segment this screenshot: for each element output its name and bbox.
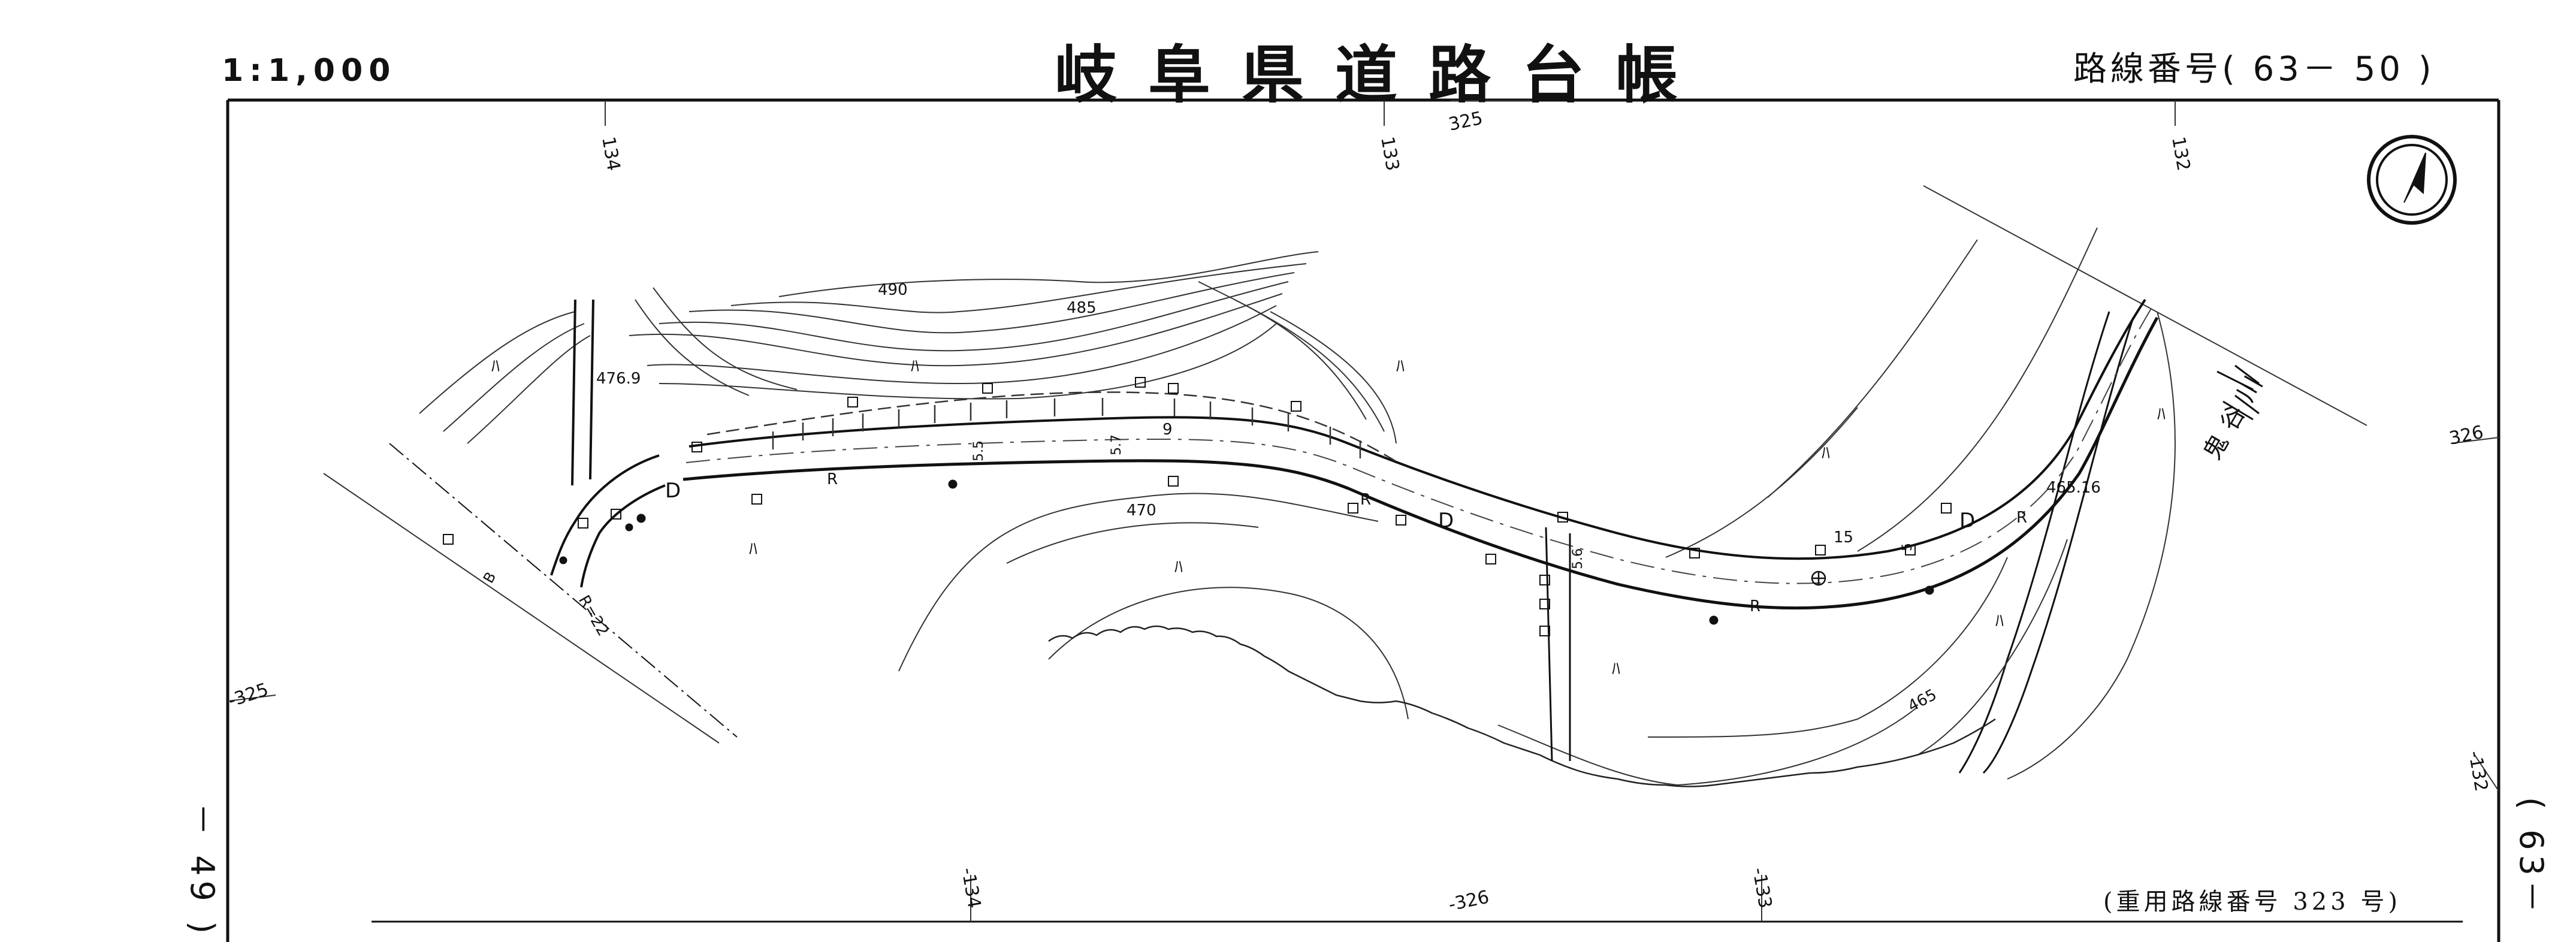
grid-label-132-top: 132 — [2167, 135, 2194, 172]
north-arrow-icon — [2367, 135, 2457, 225]
map-symbols — [559, 479, 1934, 625]
grid-label-326-right: 326 — [2447, 422, 2485, 449]
contour-label-490: 490 — [878, 281, 908, 299]
road-label-d-2: D — [1438, 509, 1454, 533]
grid-label-132-right: -132 — [2464, 749, 2492, 793]
road-width-15: 15 — [1834, 529, 1853, 547]
vegetation-symbol-5: ﾊ — [1174, 557, 1183, 576]
road-width-5: 5 — [1900, 543, 1915, 551]
road-width-57: 5.7 — [1109, 434, 1124, 455]
grid-label-134-bottom: -134 — [957, 866, 985, 910]
route-number: 路線番号( 63－ 50 ) — [2073, 50, 2435, 89]
grid-label-134-top: 134 — [597, 135, 624, 172]
road-width-55: 5.5 — [971, 440, 986, 461]
road-label-r-3: R — [1750, 597, 1760, 615]
road-label-r-1: R — [827, 470, 838, 488]
river — [1958, 311, 2260, 774]
boundary-line-ne — [1923, 185, 2367, 426]
vegetation-symbol-6: ﾊ — [1822, 443, 1830, 463]
river-crossing — [2222, 394, 2260, 421]
road-width-9: 9 — [1162, 421, 1173, 439]
road-label-d-3: D — [1959, 509, 1975, 533]
vegetation-symbol-1: ﾊ — [491, 356, 500, 376]
adjacent-sheet-left: － 49 ) — [183, 803, 221, 939]
vegetation-symbol-7: ﾊ — [2157, 404, 2166, 424]
map-scale: 1:1,000 — [222, 53, 397, 89]
contour-lines-north — [419, 251, 1397, 444]
boundary-line-sw — [323, 473, 720, 744]
overlap-route-note: (重用路線番号 323 号) — [2103, 888, 2401, 916]
page-title: 岐阜県道路台帳 — [1055, 38, 1710, 111]
embankment-hatching — [772, 398, 1361, 458]
grid-label-326-bottom: -326 — [1446, 886, 1491, 915]
contour-lines-east — [898, 227, 2176, 786]
road-label-r-4: R — [2016, 509, 2027, 527]
contour-label-470: 470 — [1127, 502, 1156, 520]
grid-ticks — [227, 100, 2499, 922]
vegetation-symbol-2: ﾊ — [911, 356, 919, 376]
prefectural-road — [550, 298, 2159, 762]
grid-label-133-bottom: -133 — [1748, 866, 1775, 910]
grid-label-325-left: -325 — [226, 679, 271, 711]
grid-label-133-top: 133 — [1376, 135, 1403, 172]
vegetation-symbol-9: ﾊ — [1612, 659, 1620, 678]
contour-label-465: 465 — [1905, 686, 1940, 715]
road-width-56: 5.6 — [1571, 548, 1586, 569]
adjacent-sheet-right: ( 63－ — [2512, 797, 2550, 917]
vegetation-symbol-3: ﾊ — [1396, 356, 1405, 376]
spot-height-4769: 476.9 — [596, 370, 641, 388]
vegetation-edge — [1048, 625, 1996, 787]
centre-chain-line — [389, 443, 738, 738]
contour-label-485: 485 — [1067, 299, 1097, 317]
vegetation-symbol-8: ﾊ — [1995, 611, 2004, 630]
square-markers — [443, 377, 1952, 636]
road-label-r-2: R — [1360, 491, 1371, 509]
road-label-b: B — [480, 569, 499, 586]
map-labels: 490 485 470 465 476.9 465.16 134 133 132… — [226, 108, 2492, 916]
vegetation-symbol-4: ﾊ — [749, 539, 757, 558]
embankment-edge — [706, 391, 1397, 463]
curve-radius-label: R=22 — [575, 593, 612, 639]
road-label-d-1: D — [665, 479, 681, 503]
spot-height-46516: 465.16 — [2046, 479, 2101, 497]
river-name: 鬼谷川 — [2198, 364, 2273, 464]
